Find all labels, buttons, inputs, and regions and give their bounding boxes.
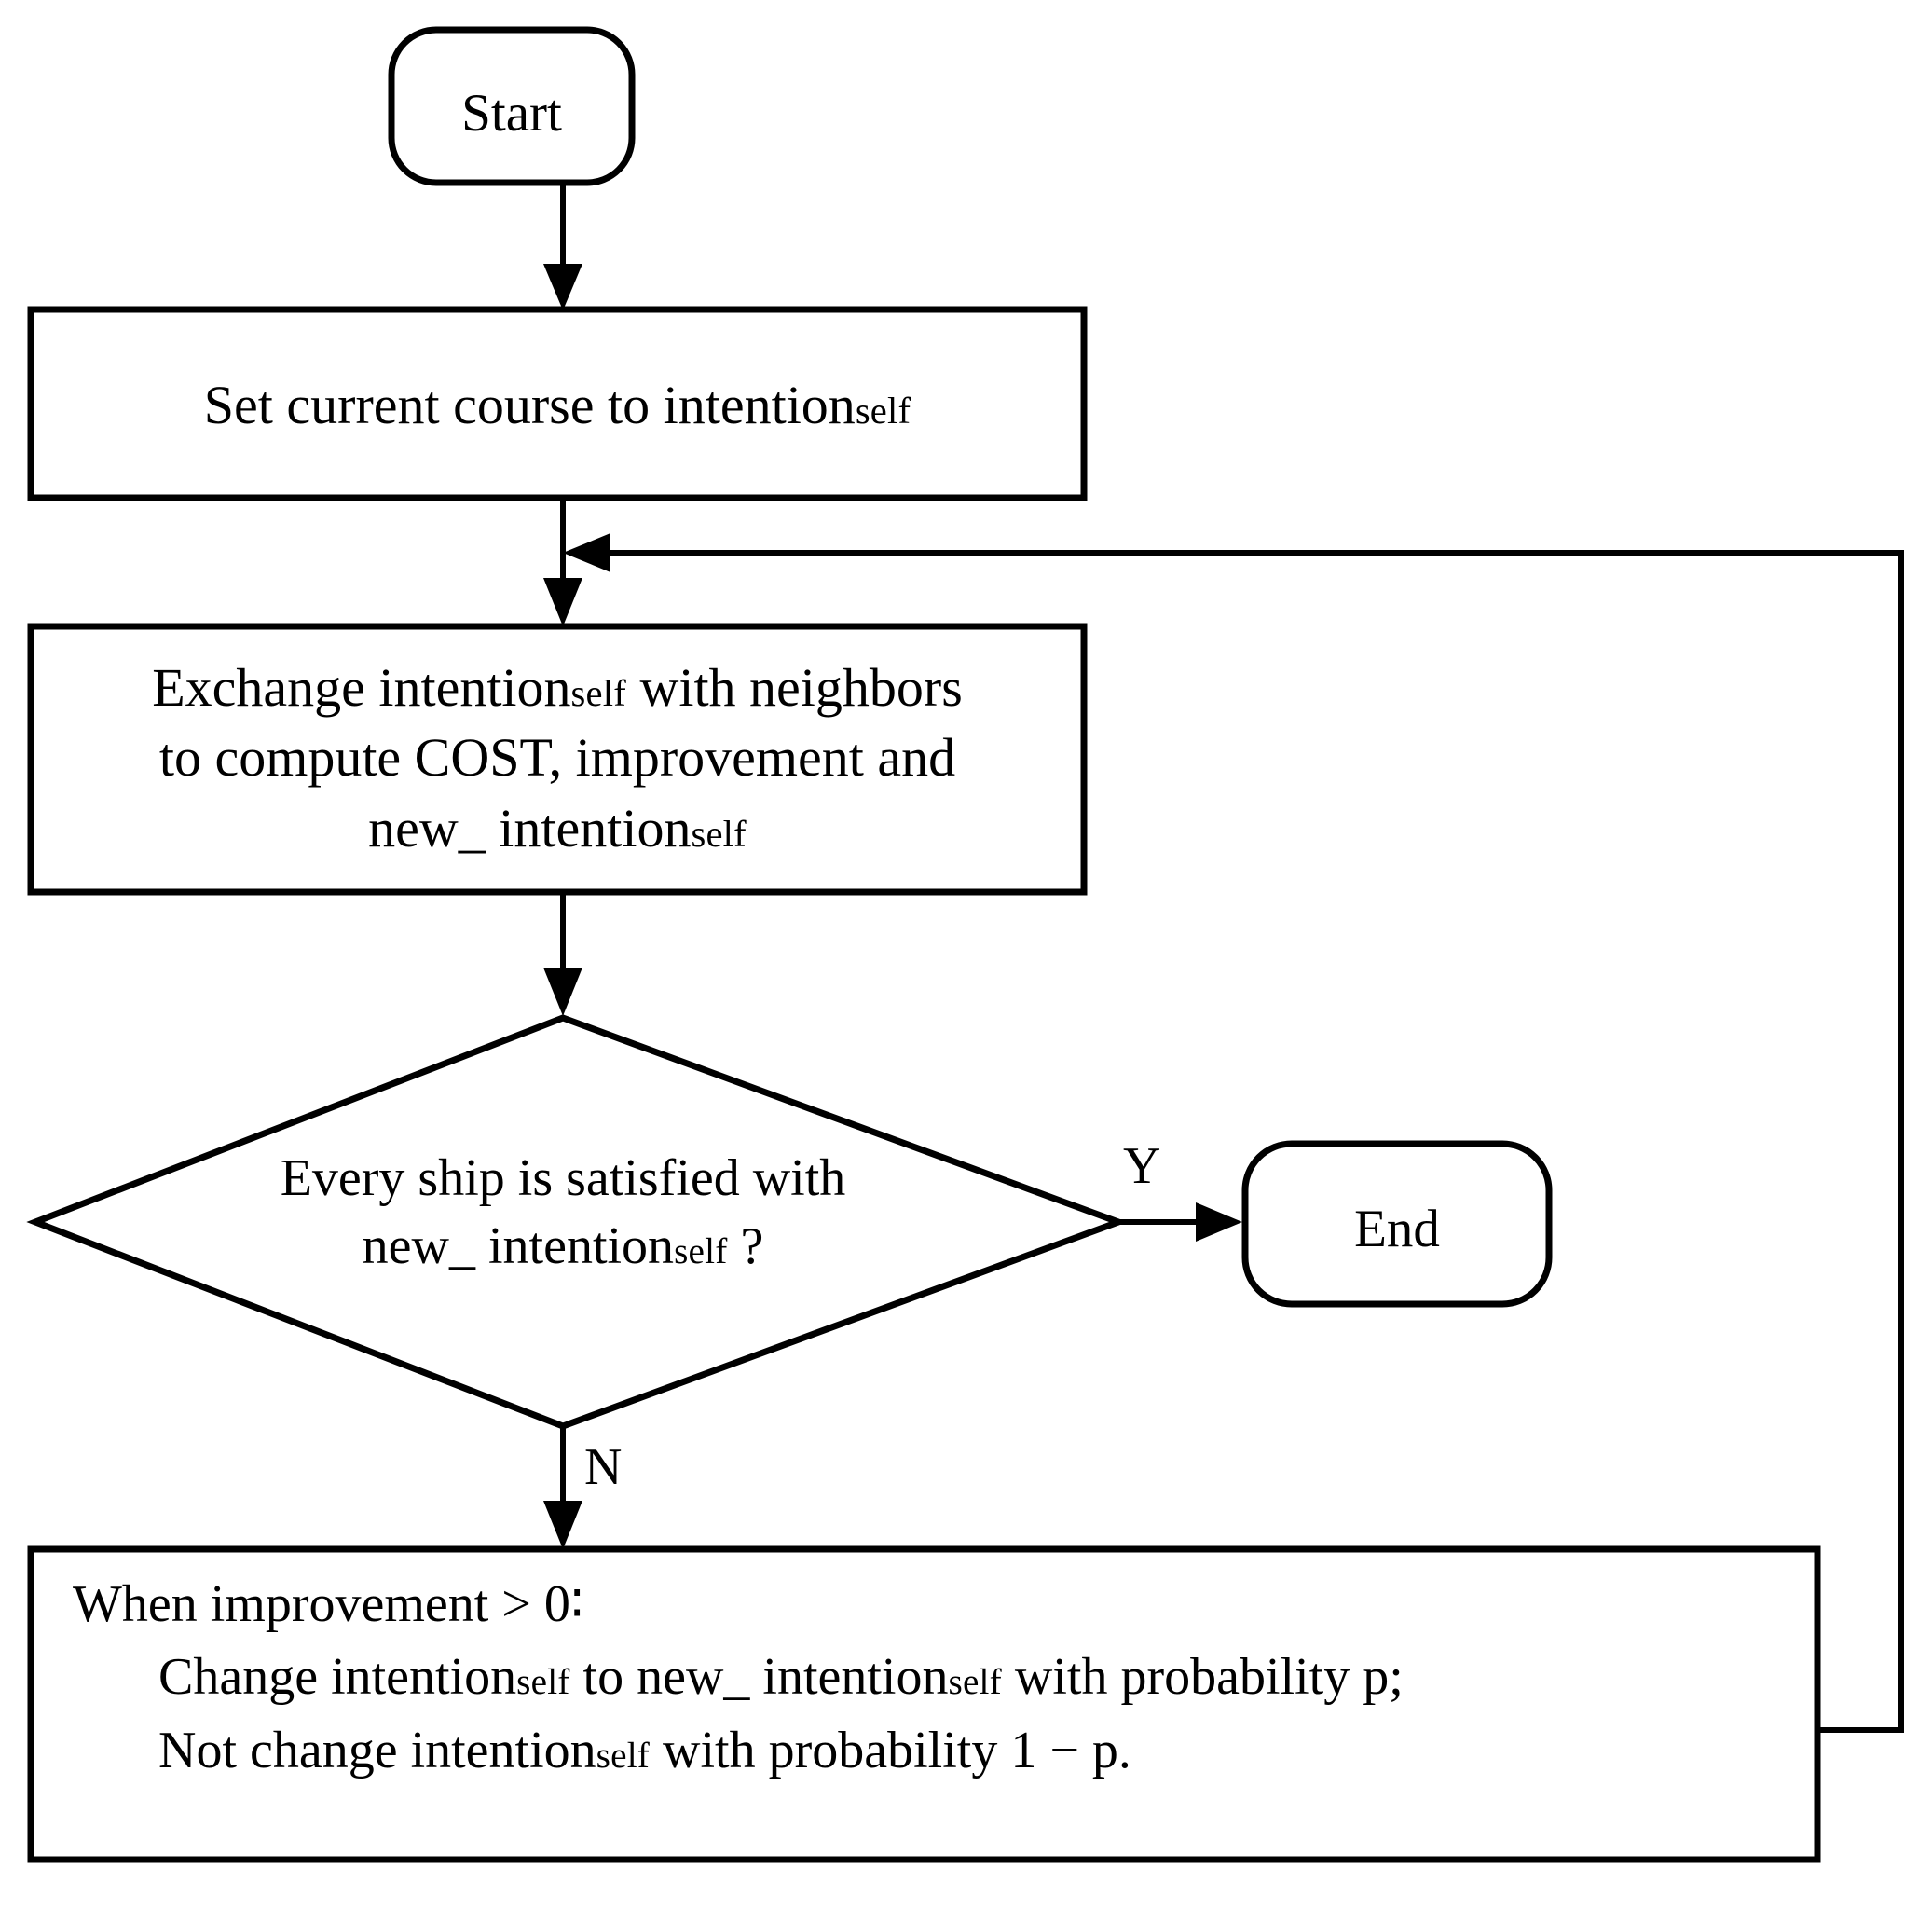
update-line3-pre: Not change intention	[158, 1721, 596, 1779]
edge-label-no: N	[584, 1438, 623, 1496]
set-course-text-subscript: self	[855, 390, 911, 432]
start-node-shape[interactable]	[388, 26, 636, 186]
update-box-label: When improvement > 0∶Change intentionsel…	[73, 1568, 1806, 1787]
arrowhead-decision-no	[543, 1501, 582, 1549]
exchange-line1-post: with neighbors	[625, 657, 963, 718]
update-line3-post: with probability 1 − p.	[650, 1721, 1131, 1779]
start-node-label: Start	[461, 84, 562, 143]
update-line2-subscript-2: self	[948, 1662, 1002, 1703]
exchange-line-2: to compute COST, improvement and	[158, 727, 956, 789]
exchange-line1-pre: Exchange intention	[152, 657, 571, 718]
exchange-line3-subscript: self	[691, 812, 747, 855]
set-course-text-main: Set current course to intention	[203, 375, 856, 435]
exchange-line1-subscript: self	[570, 672, 626, 714]
update-line2-post: with probability p;	[1001, 1648, 1404, 1707]
arrowhead-exchange-to-decision	[543, 968, 582, 1016]
update-line-2: Change intentionself to new_ intentionse…	[73, 1641, 1806, 1713]
set-course-box-label: Set current course to intentionself	[31, 370, 1084, 440]
update-line2-subscript-1: self	[516, 1662, 570, 1703]
exchange-line-1: Exchange intentionself with neighbors	[31, 652, 1084, 722]
exchange-line-3: new_ intentionself	[31, 793, 1084, 863]
decision-line2-post: ?	[727, 1216, 764, 1275]
update-line-3: Not change intentionself with probabilit…	[73, 1714, 1806, 1787]
decision-line-1: Every ship is satisfied with	[280, 1149, 846, 1207]
update-line2-mid: to new_ intention	[569, 1648, 949, 1707]
update-line2-pre: Change intention	[158, 1648, 517, 1707]
end-node-shape[interactable]	[1241, 1140, 1553, 1308]
exchange-box-shape[interactable]	[27, 623, 1088, 896]
update-box-shape[interactable]	[27, 1545, 1821, 1863]
edge-feedback-loop	[589, 550, 1904, 1733]
decision-line2-pre: new_ intention	[362, 1216, 675, 1275]
decision-line-2: new_ intentionself ?	[97, 1213, 1029, 1281]
arrowhead-start-to-setcourse	[543, 264, 582, 310]
decision-line2-subscript: self	[674, 1230, 728, 1271]
update-line-1: When improvement > 0∶	[73, 1575, 584, 1633]
end-node-label: End	[1354, 1200, 1440, 1258]
decision-diamond-label: Every ship is satisfied with new_ intenti…	[97, 1145, 1029, 1281]
arrowhead-decision-yes	[1196, 1202, 1242, 1242]
exchange-line3-pre: new_ intention	[368, 797, 692, 858]
arrowhead-setcourse-to-exchange	[543, 578, 582, 626]
set-course-box-shape[interactable]	[27, 306, 1088, 501]
arrowhead-feedback-loop	[563, 533, 610, 572]
update-line3-subscript: self	[596, 1735, 651, 1776]
edge-label-yes: Y	[1123, 1137, 1161, 1195]
